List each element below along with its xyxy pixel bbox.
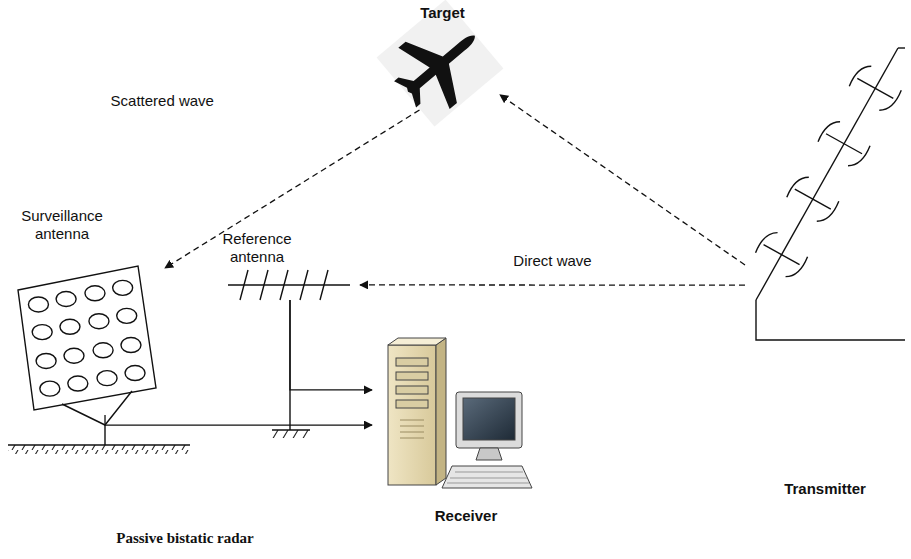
reference-antenna-illustration xyxy=(228,270,350,438)
tower-crossbar xyxy=(857,78,893,98)
node-label: Surveillance antenna xyxy=(12,207,112,243)
surveillance-antenna-illustration xyxy=(8,266,190,454)
transmitter-illustration xyxy=(756,48,905,340)
wave-arrow xyxy=(165,110,420,268)
antenna-element xyxy=(36,353,56,368)
edge-label: Direct wave xyxy=(510,251,594,271)
antenna-element xyxy=(40,381,60,396)
antenna-element xyxy=(56,291,76,306)
node-label: Target xyxy=(420,4,465,22)
target-node: Target xyxy=(385,2,500,110)
antenna-element xyxy=(121,338,141,353)
dipole-arc xyxy=(787,177,809,197)
antenna-element xyxy=(68,376,88,391)
receiver-illustration xyxy=(388,338,532,488)
dipole-arc xyxy=(818,122,840,142)
reference-antenna-node: Reference antenna xyxy=(215,228,360,300)
figure-caption: Passive bistatic radar xyxy=(116,530,253,547)
feed-line xyxy=(290,300,372,390)
wave-arrow xyxy=(360,284,745,286)
antenna-element xyxy=(85,286,105,301)
antenna-element xyxy=(97,371,117,386)
transmitter-node: Transmitter xyxy=(745,30,905,500)
feed-line xyxy=(105,415,372,425)
antenna-element xyxy=(117,308,137,323)
dipole-arc xyxy=(849,66,871,86)
node-label: Transmitter xyxy=(784,480,866,498)
antenna-element xyxy=(32,325,52,340)
antenna-element xyxy=(113,280,133,295)
dipole-arc xyxy=(756,233,778,253)
dipole-arc xyxy=(817,201,839,221)
tower-crossbar xyxy=(826,134,862,154)
dipole-arc xyxy=(848,146,870,166)
receiver-node: Receiver xyxy=(372,335,560,527)
antenna-element xyxy=(125,366,145,381)
wave-arrow xyxy=(500,95,745,265)
dipole-arc xyxy=(786,257,808,277)
antenna-element xyxy=(28,297,48,312)
tower-crossbar xyxy=(795,189,831,209)
antenna-element xyxy=(60,319,80,334)
node-label: Receiver xyxy=(435,507,498,525)
antenna-element xyxy=(93,343,113,358)
target-illustration xyxy=(377,0,504,126)
tower-crossbar xyxy=(764,245,800,265)
surveillance-antenna-node: Surveillance antenna xyxy=(10,205,165,415)
antenna-element xyxy=(64,348,84,363)
antenna-element xyxy=(89,314,109,329)
edge-label: Scattered wave xyxy=(108,91,217,111)
dipole-arc xyxy=(879,90,901,110)
node-label: Reference antenna xyxy=(217,230,297,266)
